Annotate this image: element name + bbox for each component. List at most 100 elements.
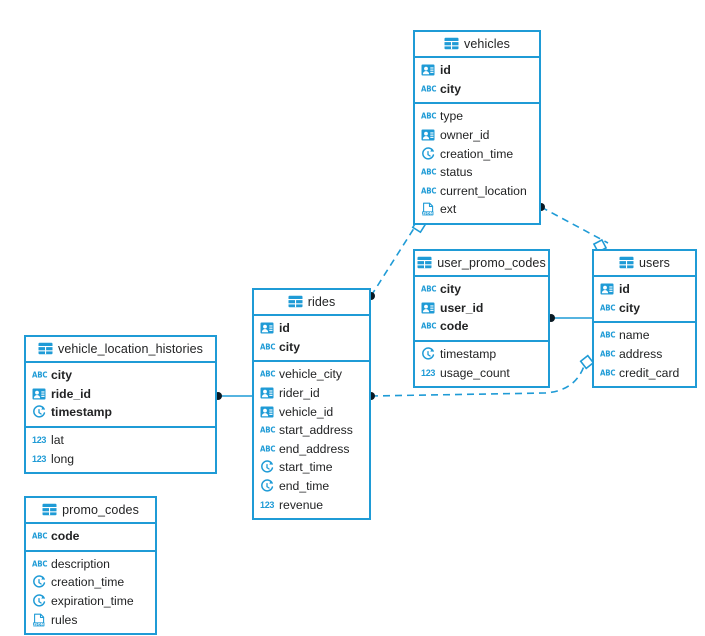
entity-title: vehicle_location_histories <box>57 342 204 356</box>
123-number-icon: 123 <box>32 453 47 464</box>
clock-icon <box>32 575 46 589</box>
rel-vehicles-users[interactable] <box>537 203 609 254</box>
entity-header[interactable]: vehicle_location_histories <box>26 337 215 363</box>
field-name: owner_id <box>440 128 490 143</box>
entity-title: user_promo_codes <box>437 256 546 270</box>
field-name: end_time <box>279 479 330 494</box>
field-row[interactable]: rider_id <box>254 384 369 403</box>
entity-header[interactable]: promo_codes <box>26 498 155 524</box>
abc-string-icon: ABC <box>421 167 437 177</box>
field-name: ext <box>440 202 457 217</box>
field-name: rider_id <box>279 386 320 401</box>
entity-title: users <box>638 256 671 270</box>
field-row[interactable]: user_id <box>415 299 548 318</box>
clock-icon <box>421 146 435 161</box>
123-number-icon: 123 <box>421 367 436 378</box>
field-name: description <box>51 556 110 571</box>
field-row[interactable]: id <box>594 280 695 299</box>
field-name: city <box>440 81 462 96</box>
field-row[interactable]: creation_time <box>26 573 155 592</box>
field-row[interactable]: id <box>415 61 539 80</box>
entity-header[interactable]: rides <box>254 290 369 316</box>
id-card-icon <box>421 63 435 77</box>
abc-string-icon: ABC <box>260 444 276 454</box>
field-name: type <box>440 109 464 124</box>
entity-header[interactable]: user_promo_codes <box>415 251 548 277</box>
rel-upc-users[interactable] <box>547 314 592 322</box>
field-name: city <box>279 339 301 354</box>
field-row[interactable]: vehicle_id <box>254 402 369 421</box>
id-card-icon <box>421 128 435 142</box>
abc-string-icon: ABC <box>600 303 616 313</box>
table-icon <box>417 256 432 270</box>
123-number-icon: 123 <box>32 435 47 446</box>
relationship-line <box>370 221 419 297</box>
table-icon <box>42 503 57 517</box>
field-row[interactable]: timestamp <box>26 403 215 422</box>
field-row[interactable]: owner_id <box>415 126 539 145</box>
entity-title: promo_codes <box>62 503 139 517</box>
field-row[interactable]: ride_id <box>26 385 215 404</box>
rel-vlh-rides[interactable] <box>214 392 252 400</box>
field-row[interactable]: expiration_time <box>26 592 155 611</box>
clock-icon <box>32 405 46 419</box>
field-name: city <box>619 300 641 315</box>
clock-icon <box>260 479 274 493</box>
entity-title: rides <box>307 295 336 309</box>
field-row[interactable]: start_time <box>254 458 369 477</box>
field-row[interactable]: creation_time <box>415 144 539 163</box>
field-name: user_id <box>440 300 484 315</box>
abc-string-icon: ABC <box>421 321 437 332</box>
id-card-icon <box>260 321 274 335</box>
table-icon <box>288 295 303 309</box>
table-icon <box>444 37 459 51</box>
field-row[interactable]: id <box>254 319 369 338</box>
field-name: credit_card <box>619 365 680 380</box>
entity-header[interactable]: users <box>594 251 695 277</box>
field-row[interactable]: timestamp <box>415 345 548 364</box>
entity-header[interactable]: vehicles <box>415 32 539 58</box>
svg-text:JSON: JSON <box>33 622 44 626</box>
id-card-icon <box>32 387 46 401</box>
field-row[interactable]: end_time <box>254 477 369 496</box>
abc-string-icon: ABC <box>32 531 48 541</box>
abc-string-icon: ABC <box>260 342 276 352</box>
abc-string-icon: ABC <box>32 370 48 380</box>
123-number-icon: 123 <box>260 499 275 510</box>
